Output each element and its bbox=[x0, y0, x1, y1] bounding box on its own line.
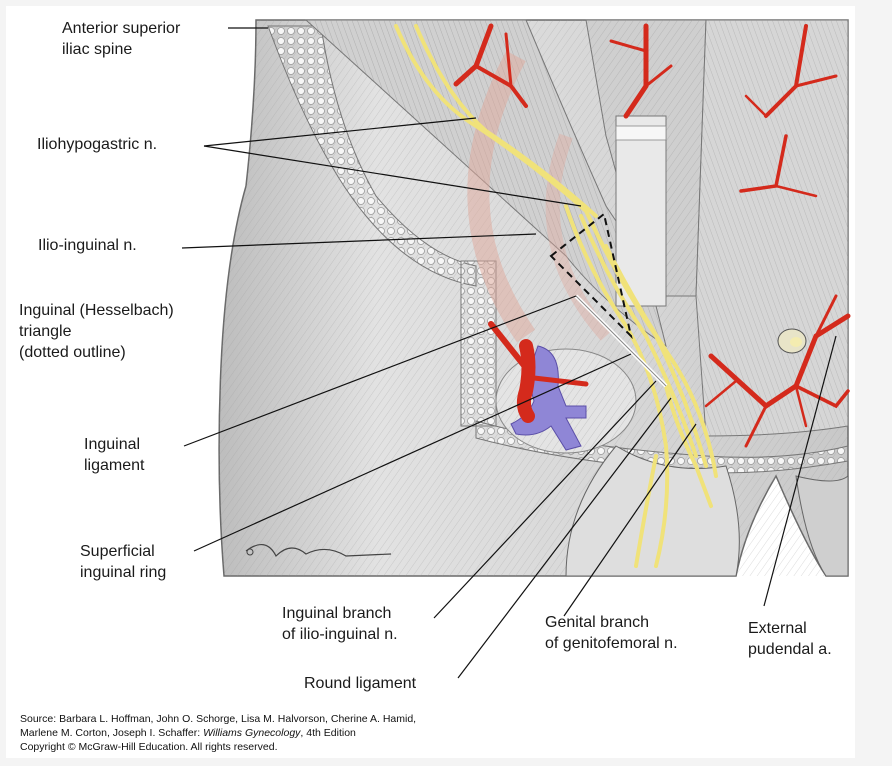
anatomy-illustration bbox=[181, 19, 851, 679]
label-ilioinguinal: Ilio-inguinal n. bbox=[38, 237, 137, 254]
femoral-vein bbox=[510, 345, 587, 451]
label-inguinal-branch-2: of ilio-inguinal n. bbox=[282, 626, 398, 643]
source-line-2-prefix: Marlene M. Corton, Joseph I. Schaffer: bbox=[20, 727, 204, 739]
label-superficial-ring-1: Superficial bbox=[80, 543, 155, 560]
source-line-2: Marlene M. Corton, Joseph I. Schaffer: W… bbox=[20, 726, 416, 740]
peritoneal-arc bbox=[467, 50, 536, 343]
label-superficial-ring-2: inguinal ring bbox=[80, 564, 167, 581]
label-external-pudendal-1: External bbox=[748, 620, 807, 637]
label-genital-branch-2: of genitofemoral n. bbox=[545, 635, 678, 652]
label-asis-2: iliac spine bbox=[62, 41, 133, 58]
leader-lines bbox=[181, 27, 837, 679]
subcutaneous-fat bbox=[267, 25, 849, 474]
label-inguinal-ligament-2: ligament bbox=[84, 457, 145, 474]
label-hesselbach-2: triangle bbox=[19, 323, 72, 340]
label-genital-branch-1: Genital branch bbox=[545, 614, 650, 631]
source-citation: Source: Barbara L. Hoffman, John O. Scho… bbox=[20, 712, 416, 754]
arteries bbox=[453, 23, 851, 448]
nerves bbox=[394, 24, 718, 568]
label-inguinal-branch-1: Inguinal branch bbox=[282, 605, 392, 622]
label-hesselbach-1: Inguinal (Hesselbach) bbox=[19, 302, 174, 319]
source-line-2-suffix: , 4th Edition bbox=[300, 727, 356, 739]
label-asis-1: Anterior superior bbox=[62, 20, 181, 37]
label-iliohypogastric: Iliohypogastric n. bbox=[37, 136, 158, 153]
source-line-3: Copyright © McGraw-Hill Education. All r… bbox=[20, 741, 278, 753]
label-inguinal-ligament-1: Inguinal bbox=[84, 436, 141, 453]
artist-signature bbox=[245, 544, 392, 558]
source-book-title: Williams Gynecology bbox=[203, 727, 301, 739]
label-round-ligament: Round ligament bbox=[304, 675, 417, 692]
label-external-pudendal-2: pudendal a. bbox=[748, 641, 832, 658]
peritoneal-arc-2 bbox=[545, 133, 612, 341]
label-hesselbach-3: (dotted outline) bbox=[19, 344, 126, 361]
source-line-1: Source: Barbara L. Hoffman, John O. Scho… bbox=[20, 713, 417, 725]
figure-frame: Anterior superior iliac spine Iliohypoga… bbox=[6, 6, 855, 758]
